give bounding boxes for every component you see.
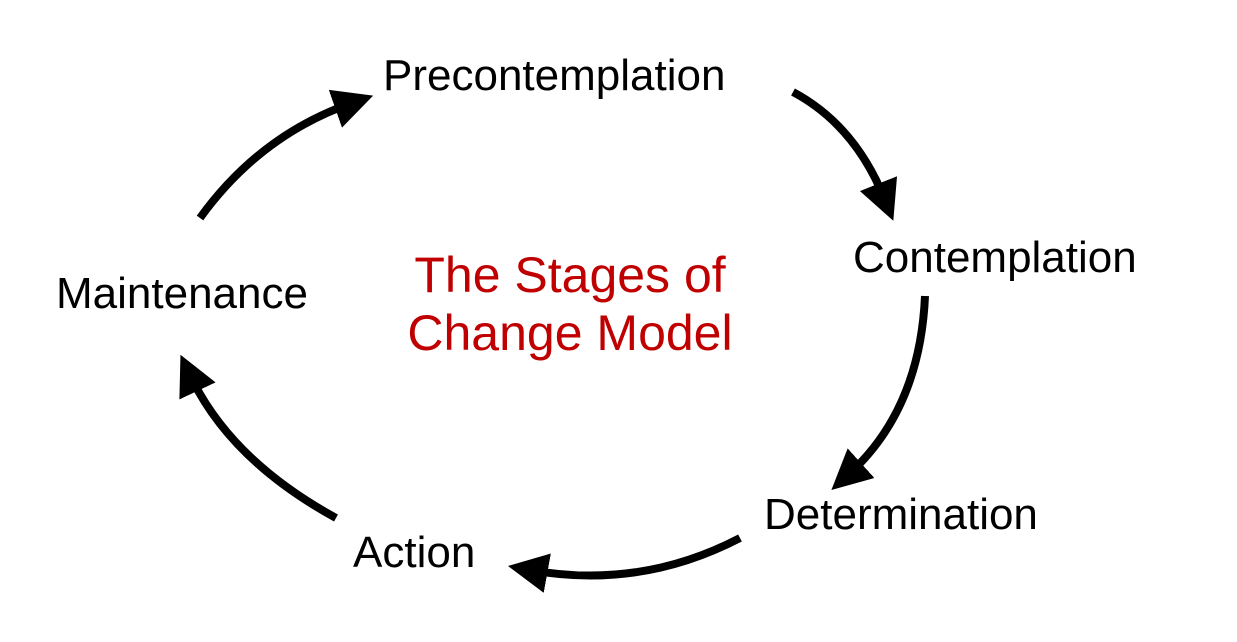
stage-maintenance: Maintenance [56, 269, 308, 318]
arrow-action-to-maintenance [179, 354, 338, 522]
stage-precontemplation: Precontemplation [383, 51, 726, 100]
arrow-precontemplation-to-contemplation [791, 88, 898, 221]
title-line-2: Change Model [407, 305, 733, 361]
stage-contemplation: Contemplation [853, 233, 1137, 282]
title-line-1: The Stages of [414, 247, 726, 303]
arrow-maintenance-to-precontemplation [196, 89, 374, 221]
arrow-determination-to-action [507, 534, 742, 593]
stage-determination: Determination [764, 490, 1038, 539]
stage-action: Action [353, 528, 476, 577]
arrow-contemplation-to-determination [831, 295, 929, 491]
diagram-title: The Stages of Change Model [350, 246, 790, 362]
